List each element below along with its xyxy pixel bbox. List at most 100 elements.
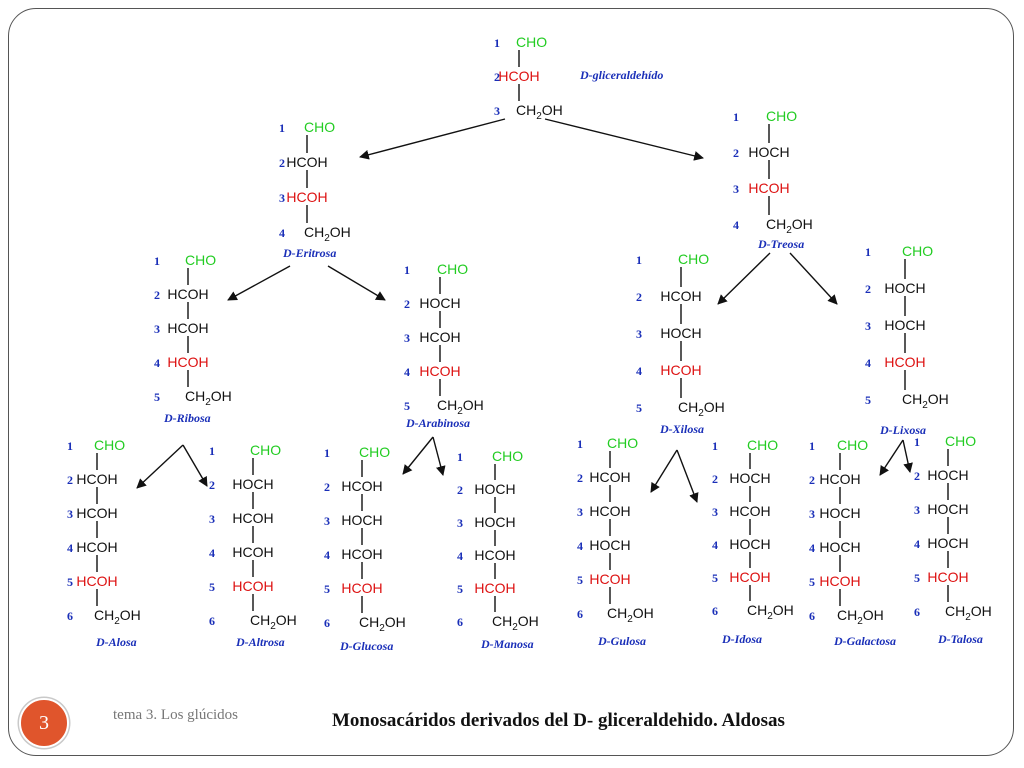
slide-frame: [8, 8, 1014, 756]
group-hcoh: HCOH: [419, 363, 460, 379]
carbon-number: 4: [712, 538, 718, 552]
carbon-number: 1: [209, 444, 215, 458]
carbon-number: 2: [324, 480, 330, 494]
group-hcoh: HCOH: [341, 546, 382, 562]
group-hcoh: HCOH: [167, 354, 208, 370]
group-hoch: HOCH: [474, 481, 515, 497]
carbon-number: 4: [404, 365, 410, 379]
group-hcoh: HCOH: [76, 573, 117, 589]
arrow-icon: [402, 436, 434, 475]
group-hoch: HOCH: [474, 514, 515, 530]
molecule-name: D-Glucosa: [339, 639, 393, 653]
group-hoch: HOCH: [927, 535, 968, 551]
group-ch2oh: CH2OH: [304, 224, 351, 244]
carbon-number: 6: [577, 607, 583, 621]
arrow-icon: [544, 118, 704, 161]
carbon-number: 3: [154, 322, 160, 336]
carbon-number: 6: [209, 614, 215, 628]
group-hcoh: HCOH: [927, 569, 968, 585]
carbon-number: 3: [577, 505, 583, 519]
carbon-number: 5: [154, 390, 160, 404]
group-hcoh: HCOH: [660, 288, 701, 304]
group-ch2oh: CH2OH: [516, 102, 563, 122]
group-hcoh: HCOH: [729, 569, 770, 585]
group-ch2oh: CH2OH: [250, 612, 297, 632]
carbon-number: 2: [733, 146, 739, 160]
carbon-number: 4: [865, 356, 871, 370]
arrow-icon: [717, 252, 771, 305]
carbon-number: 5: [914, 571, 920, 585]
group-hcoh: HCOH: [474, 580, 515, 596]
group-hoch: HOCH: [748, 144, 789, 160]
arrow-icon: [182, 444, 208, 487]
group-cho: CHO: [94, 437, 125, 453]
carbon-number: 2: [494, 70, 500, 84]
carbon-number: 4: [324, 548, 330, 562]
group-hoch: HOCH: [927, 501, 968, 517]
carbon-number: 3: [914, 503, 920, 517]
carbon-number: 1: [67, 439, 73, 453]
carbon-number: 6: [809, 609, 815, 623]
group-cho: CHO: [516, 34, 547, 50]
carbon-number: 1: [324, 446, 330, 460]
arrow-icon: [432, 436, 446, 476]
group-hcoh: HCOH: [819, 573, 860, 589]
carbon-number: 1: [914, 435, 920, 449]
molecule-name: D-Altrosa: [235, 635, 285, 649]
carbon-number: 5: [636, 401, 642, 415]
section-label: tema 3. Los glúcidos: [113, 707, 238, 723]
group-ch2oh: CH2OH: [902, 391, 949, 411]
carbon-number: 6: [67, 609, 73, 623]
carbon-number: 3: [712, 505, 718, 519]
carbon-number: 2: [865, 282, 871, 296]
group-hoch: HOCH: [660, 325, 701, 341]
carbon-number: 4: [154, 356, 160, 370]
carbon-number: 1: [809, 439, 815, 453]
carbon-number: 3: [457, 516, 463, 530]
group-hcoh: HCOH: [589, 469, 630, 485]
arrow-icon: [227, 265, 291, 301]
group-cho: CHO: [837, 437, 868, 453]
carbon-number: 4: [914, 537, 920, 551]
arrow-icon: [359, 118, 506, 160]
carbon-number: 2: [457, 483, 463, 497]
group-hcoh: HCOH: [76, 505, 117, 521]
carbon-number: 4: [67, 541, 73, 555]
carbon-number: 3: [494, 104, 500, 118]
group-cho: CHO: [945, 433, 976, 449]
carbon-number: 2: [636, 290, 642, 304]
molecule-name: D-Treosa: [757, 237, 804, 251]
carbon-number: 5: [712, 571, 718, 585]
carbon-number: 5: [457, 582, 463, 596]
group-cho: CHO: [902, 243, 933, 259]
group-hcoh: HCOH: [286, 154, 327, 170]
group-ch2oh: CH2OH: [837, 607, 884, 627]
carbon-number: 4: [733, 218, 739, 232]
carbon-number: 2: [279, 156, 285, 170]
group-cho: CHO: [250, 442, 281, 458]
carbon-number: 5: [865, 393, 871, 407]
arrow-icon: [789, 252, 838, 305]
group-hcoh: HCOH: [884, 354, 925, 370]
group-hcoh: HCOH: [232, 510, 273, 526]
group-ch2oh: CH2OH: [678, 399, 725, 419]
group-cho: CHO: [747, 437, 778, 453]
carbon-number: 1: [733, 110, 739, 124]
carbon-number: 3: [733, 182, 739, 196]
carbon-number: 3: [865, 319, 871, 333]
carbon-number: 2: [712, 472, 718, 486]
group-hcoh: HCOH: [589, 503, 630, 519]
carbon-number: 5: [577, 573, 583, 587]
group-hcoh: HCOH: [232, 544, 273, 560]
carbon-number: 2: [914, 469, 920, 483]
group-hoch: HOCH: [419, 295, 460, 311]
